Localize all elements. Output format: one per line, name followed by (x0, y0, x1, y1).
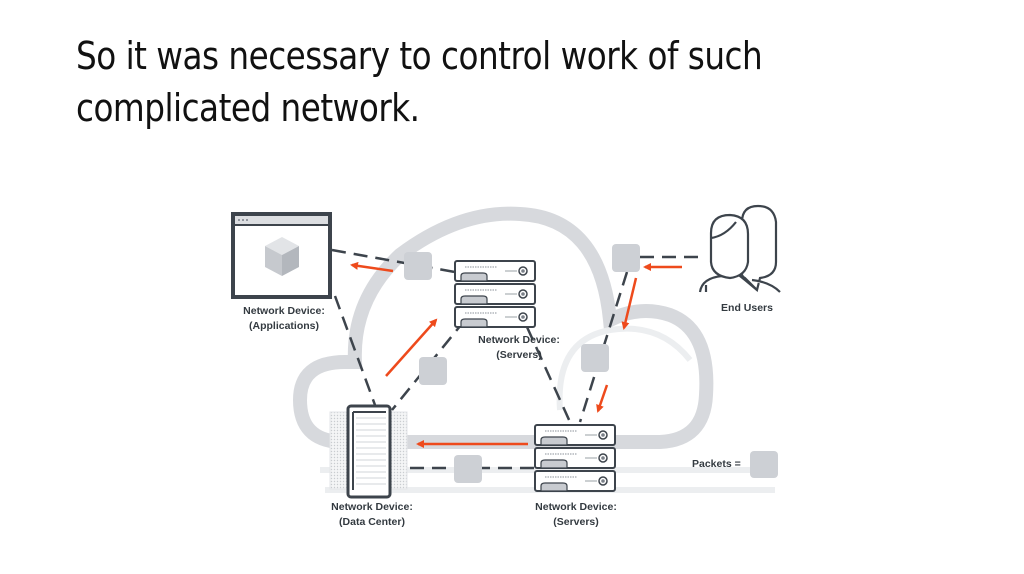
servers-top-label-line1: Network Device: (478, 334, 560, 346)
server-stack-icon-top (454, 260, 536, 328)
applications-label-line2: (Applications) (249, 320, 319, 332)
app-window-icon (231, 212, 332, 299)
link-apps-datacenter (333, 295, 377, 406)
data-center-label-line1: Network Device: (331, 501, 413, 513)
arrow-down-2 (596, 384, 609, 413)
packet-square-icon (612, 244, 640, 272)
slide-title: So it was necessary to control work of s… (76, 34, 763, 130)
arrow-to-applications (350, 261, 394, 273)
packet-square-icon (404, 252, 432, 280)
legend-packets-label: Packets = (692, 458, 741, 470)
cloud-shape (292, 206, 714, 449)
legend-packet-square-icon (750, 451, 778, 478)
server-stack-icon-bottom (534, 424, 616, 492)
applications-label-line1: Network Device: (243, 305, 325, 317)
users-icon (698, 204, 781, 293)
data-center-label-line2: (Data Center) (339, 516, 405, 528)
packet-square-icon (454, 455, 482, 483)
packets (404, 244, 640, 483)
data-center-rack-icon (329, 404, 408, 499)
servers-bottom-label-line2: (Servers) (553, 516, 599, 528)
arrow-to-servers-top (385, 318, 438, 377)
servers-top-label-line2: (Servers) (496, 349, 542, 361)
packet-square-icon (581, 344, 609, 372)
end-users-label: End Users (721, 302, 773, 314)
cube-icon (265, 237, 299, 276)
servers-bottom-label-line1: Network Device: (535, 501, 617, 513)
arrow-down-1 (621, 277, 638, 330)
data-flow-arrows (350, 261, 682, 448)
packet-square-icon (419, 357, 447, 385)
link-servers-top-servers-bottom (525, 326, 572, 423)
